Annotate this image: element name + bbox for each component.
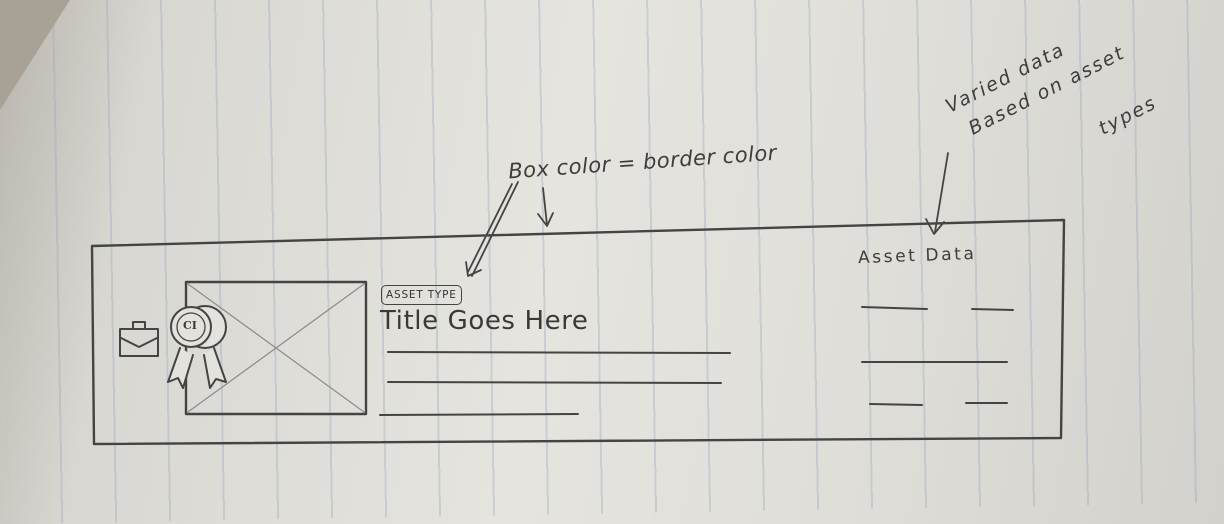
annotation-arrow-to-border [542, 187, 548, 226]
card-title[interactable]: Title Goes Here [380, 306, 589, 336]
award-ribbon-icon [167, 305, 227, 389]
asset-data-row-1-right [971, 308, 1014, 311]
description-line-2 [387, 381, 722, 384]
asset-type-badge: ASSET TYPE [381, 285, 462, 305]
description-line-1 [387, 351, 731, 354]
image-placeholder-icon [184, 280, 368, 416]
paper-corner-background [0, 0, 70, 110]
card-border [90, 218, 1066, 446]
asset-data-row-1-left [861, 306, 928, 310]
annotation-arrow-to-label [467, 181, 519, 277]
briefcase-icon [119, 321, 159, 357]
asset-data-heading: Asset Data [857, 243, 977, 269]
asset-data-row-3-left [869, 403, 923, 406]
description-line-3 [379, 413, 579, 416]
annotation-arrow-to-data [934, 152, 949, 233]
award-badge-text: CI [183, 319, 197, 332]
